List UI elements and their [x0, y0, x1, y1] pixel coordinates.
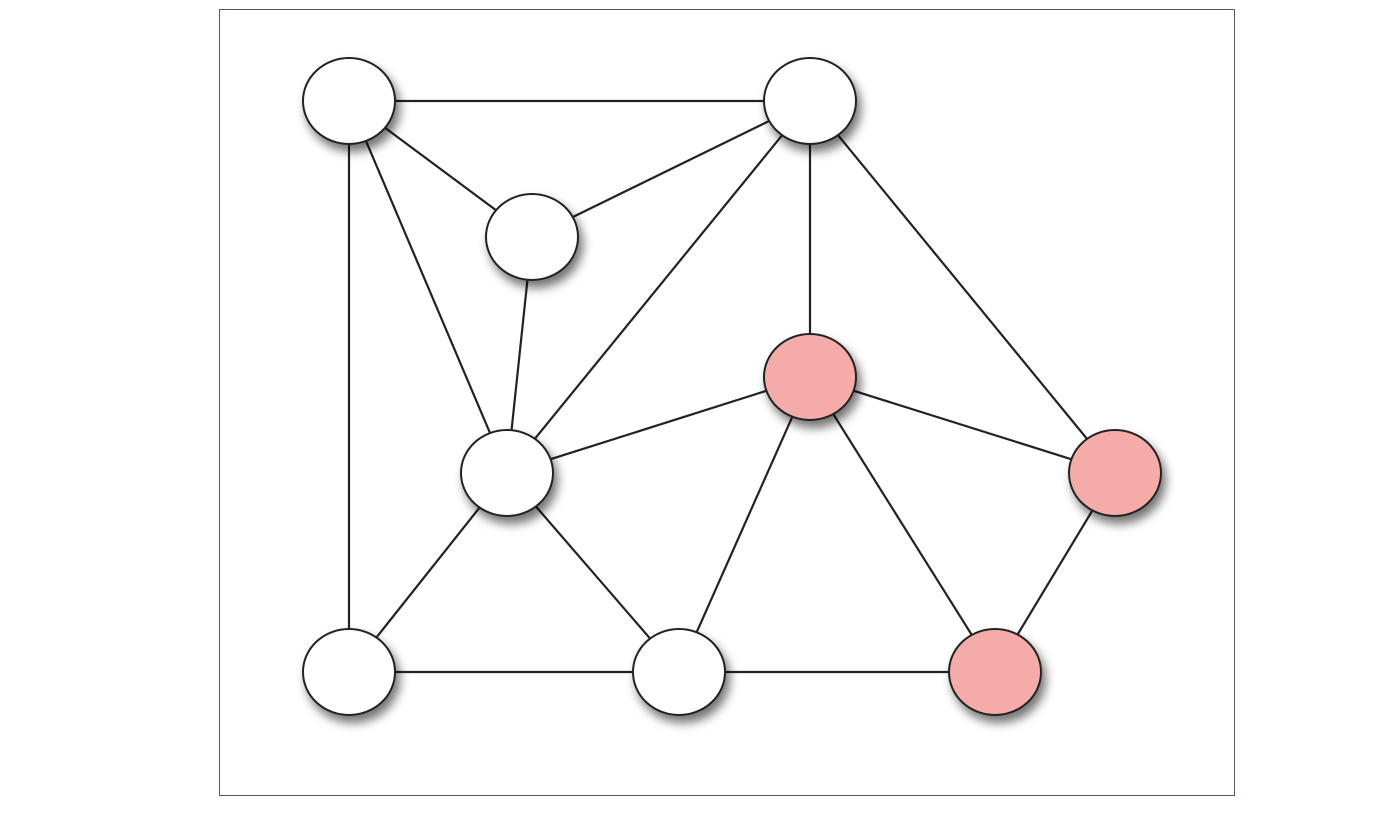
edge-D-F	[809, 375, 1116, 475]
node-G	[302, 628, 396, 716]
edge-A-E	[347, 100, 509, 474]
node-A	[302, 57, 396, 145]
edge-C-B	[531, 100, 811, 238]
node-F-highlighted	[1068, 429, 1162, 517]
node-H	[632, 628, 726, 716]
diagram-frame	[219, 9, 1235, 796]
node-B	[763, 57, 857, 145]
edge-D-H	[677, 376, 812, 673]
edge-B-F	[809, 100, 1116, 474]
node-D-highlighted	[763, 333, 857, 421]
edge-E-D	[506, 375, 811, 475]
node-C	[485, 193, 579, 281]
edge-B-E	[506, 100, 811, 474]
node-I-highlighted	[948, 628, 1042, 716]
node-E	[460, 429, 554, 517]
edge-D-I	[809, 376, 996, 673]
